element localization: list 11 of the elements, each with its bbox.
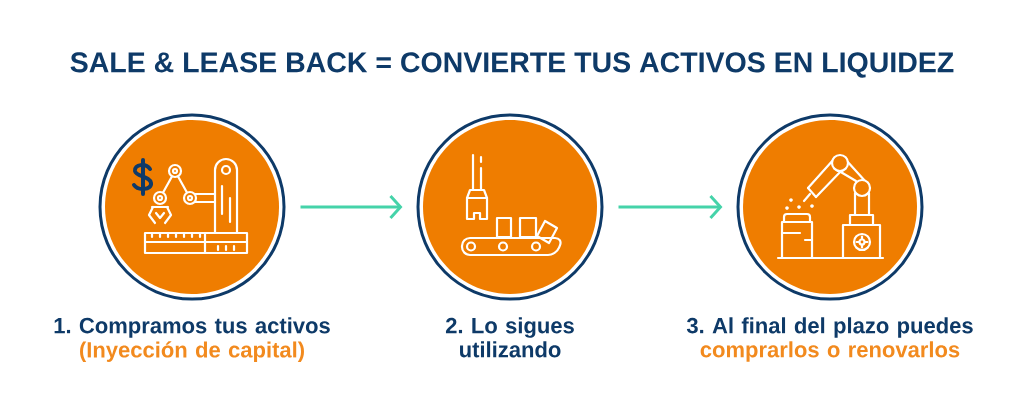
step-caption: 1. Compramos tus activos — [54, 317, 330, 338]
step-circle — [416, 113, 604, 301]
arrow — [300, 195, 403, 219]
step-note: comprarlos o renovarlos — [700, 341, 960, 362]
arrow — [618, 195, 723, 219]
step-circle — [98, 113, 286, 301]
step-caption: 3. Al final del plazo puedes — [686, 317, 973, 338]
step-circle — [736, 113, 924, 301]
step-caption: 2. Lo sigues utilizando — [445, 317, 574, 358]
title: SALE & LEASE BACK = CONVIERTE TUS ACTIVOS EN LIQUIDEZ — [70, 52, 954, 78]
step-note: (Inyección de capital) — [80, 341, 304, 362]
